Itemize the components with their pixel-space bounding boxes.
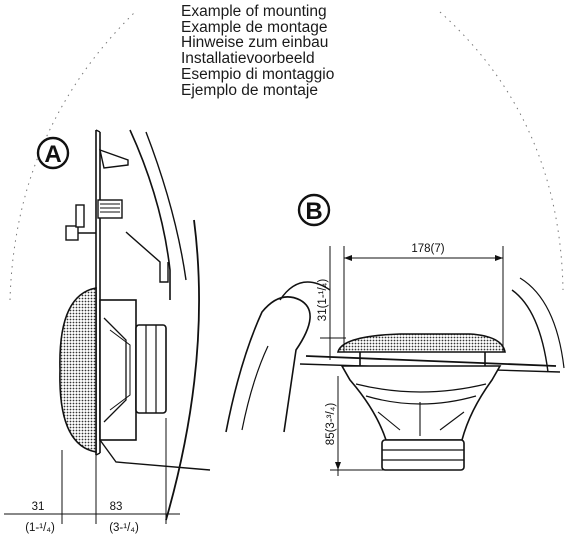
title-french: Example de montage bbox=[181, 18, 328, 36]
bracket-screw bbox=[97, 199, 123, 219]
arrow-right bbox=[495, 255, 503, 261]
dim-b-width: 178(7) bbox=[411, 243, 444, 255]
speaker-frame bbox=[99, 299, 137, 441]
speaker-cone bbox=[103, 317, 127, 423]
dim-a-right-inch: (3-¹/₄) bbox=[109, 522, 139, 534]
arrow-left bbox=[344, 255, 352, 261]
speaker-grille-top bbox=[336, 333, 506, 353]
speaker-cone bbox=[355, 383, 487, 393]
dim-a-left-inch: (1-¹/₄) bbox=[25, 522, 55, 534]
speaker-back-bracket bbox=[99, 439, 211, 471]
arrow-down bbox=[335, 462, 341, 470]
inner-panel-curve bbox=[145, 131, 187, 281]
title-dutch: Installatievoorbeeld bbox=[181, 50, 315, 68]
view-b-diagram: B 178(7) 31(1-¹/₄) bbox=[225, 193, 565, 476]
seat-back bbox=[225, 296, 311, 433]
title-spanish: Ejemplo de montaje bbox=[181, 81, 318, 99]
speaker-magnet bbox=[135, 324, 167, 414]
speaker-magnet bbox=[381, 439, 465, 471]
dim-b-depth: 85(3-³/₄) bbox=[325, 403, 337, 446]
view-a-diagram: A 31 (1-¹/₄) 83 bbox=[4, 129, 211, 534]
speaker-cone bbox=[377, 402, 465, 436]
dotted-arc bbox=[439, 11, 564, 291]
inner-panel-curve bbox=[129, 129, 171, 300]
dim-a-right-value: 83 bbox=[110, 501, 123, 513]
door-trim bbox=[165, 219, 200, 521]
knob-base bbox=[75, 204, 85, 228]
title-english: Example of mounting bbox=[181, 3, 327, 20]
door-panel-edge bbox=[95, 452, 101, 456]
title-german: Hinweise zum einbau bbox=[181, 34, 329, 52]
speaker-grille bbox=[59, 287, 97, 453]
speaker-basket bbox=[340, 365, 502, 441]
dim-a-left-value: 31 bbox=[32, 501, 45, 513]
view-a-label-circle bbox=[36, 136, 70, 170]
rear-window bbox=[519, 277, 565, 369]
speaker-cone bbox=[109, 329, 131, 411]
view-b-label-circle bbox=[297, 193, 331, 227]
mounting-bracket bbox=[99, 148, 129, 169]
dim-b-top: 31(1-¹/₄) bbox=[317, 279, 329, 322]
mounting-title-list: Example of mounting Example de montage H… bbox=[181, 4, 334, 98]
view-b-label: B bbox=[305, 198, 322, 225]
seat-back-inner bbox=[241, 345, 269, 431]
rear-deck bbox=[305, 355, 557, 367]
title-italian: Esempio di montaggio bbox=[181, 65, 335, 83]
rear-window bbox=[511, 289, 549, 373]
window-channel bbox=[125, 231, 169, 283]
view-a-label: A bbox=[44, 141, 61, 168]
door-panel-edge bbox=[95, 129, 101, 133]
headrest-curve bbox=[279, 281, 331, 301]
knob bbox=[65, 225, 79, 241]
